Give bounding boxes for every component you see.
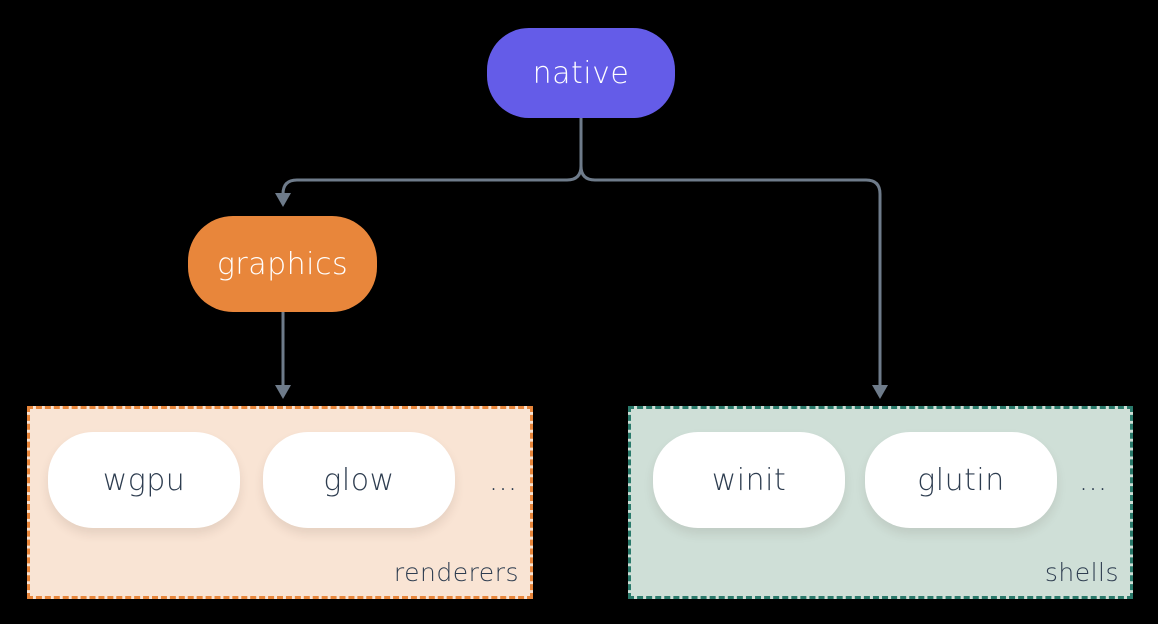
ellipsis-shells: ... <box>1078 462 1108 498</box>
node-native-label: native <box>532 55 630 91</box>
node-graphics-label: graphics <box>216 246 349 282</box>
node-graphics: graphics <box>188 216 377 312</box>
node-wgpu-label: wgpu <box>102 462 186 498</box>
node-glow-label: glow <box>323 462 395 498</box>
node-winit: winit <box>653 432 845 528</box>
group-label-shells: shells <box>1044 558 1119 587</box>
node-glow: glow <box>263 432 455 528</box>
node-native: native <box>487 28 675 118</box>
node-wgpu: wgpu <box>48 432 240 528</box>
node-glutin: glutin <box>865 432 1057 528</box>
node-winit-label: winit <box>711 462 787 498</box>
group-label-renderers: renderers <box>393 558 519 587</box>
group-shells: winit glutin ... shells <box>628 406 1133 599</box>
edge-native-to-graphics <box>275 118 583 207</box>
group-renderers: wgpu glow ... renderers <box>27 406 533 599</box>
ellipsis-renderers: ... <box>488 462 518 498</box>
edge-native-to-shells <box>579 118 888 399</box>
node-glutin-label: glutin <box>917 462 1005 498</box>
